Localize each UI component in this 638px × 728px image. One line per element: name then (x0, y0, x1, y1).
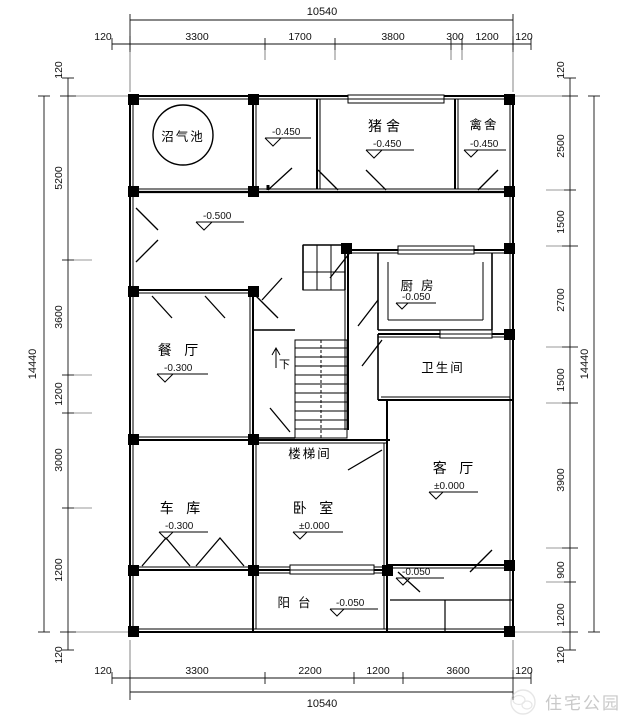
room-label-balcony: 阳 台 (278, 595, 313, 610)
dim-left-0: 120 (53, 61, 65, 79)
elev-marker-living (428, 491, 478, 500)
dim-bottom-3: 1200 (366, 665, 390, 677)
elev-label-living: ±0.000 (434, 481, 465, 492)
dimension-right (513, 77, 600, 651)
room-label-biogas: 沼气池 (161, 129, 205, 144)
dim-right-6: 900 (555, 561, 567, 579)
elev-marker-bedroom (292, 531, 343, 540)
dim-top-6: 120 (515, 31, 533, 43)
dim-bottom-1: 3300 (185, 665, 209, 677)
elev-label-terrace: -0.050 (402, 567, 431, 578)
dim-bottom-2: 2200 (298, 665, 322, 677)
doors (135, 167, 499, 593)
dim-right-8: 120 (555, 646, 567, 664)
dim-right-overall: 14440 (579, 349, 591, 380)
windows (289, 94, 493, 575)
dim-top-0: 120 (94, 31, 112, 43)
dim-right-5: 3900 (555, 468, 567, 492)
elev-label-store: -0.450 (272, 127, 301, 138)
dim-top-3: 3800 (381, 31, 405, 43)
dim-top-2: 1700 (288, 31, 312, 43)
biogas-tank (152, 104, 214, 166)
elev-marker-courtyard (195, 221, 244, 231)
dim-right-1: 2500 (555, 134, 567, 158)
dim-right-7: 1200 (555, 603, 567, 627)
dim-left-6: 120 (53, 646, 65, 664)
room-label-kitchen: 厨 房 (401, 278, 436, 293)
room-label-stairwell: 楼梯间 (288, 446, 332, 461)
elev-label-courtyard: -0.500 (203, 211, 232, 222)
elev-label-dining: -0.300 (164, 363, 193, 374)
watermark-logo-icon (510, 689, 536, 715)
dim-top-overall: 10540 (307, 6, 338, 18)
watermark-text: 住宅公园 (545, 694, 621, 714)
room-label-pigsty: 猪舍 (368, 119, 404, 135)
dim-top-4: 300 (446, 31, 464, 43)
dim-right-0: 120 (555, 61, 567, 79)
room-label-bedroom: 卧 室 (293, 500, 337, 517)
dim-left-2: 3600 (53, 305, 65, 329)
dimension-bottom (111, 640, 532, 700)
stair-direction-label: 下 (279, 358, 290, 371)
elev-label-bedroom: ±0.000 (299, 521, 330, 532)
elev-label-pigsty: -0.450 (373, 139, 402, 150)
elev-marker-kitchen (395, 302, 436, 310)
elev-label-balcony: -0.050 (336, 598, 365, 609)
room-label-living: 客 厅 (433, 460, 477, 477)
elev-marker-poultry (463, 149, 506, 158)
dim-left-3: 1200 (53, 382, 65, 406)
dim-bottom-overall: 10540 (307, 698, 338, 710)
elev-marker-garage (158, 531, 208, 540)
elev-marker-pigsty (365, 149, 414, 159)
dim-top-5: 1200 (475, 31, 499, 43)
dimension-top (111, 14, 532, 92)
dim-left-4: 3000 (53, 448, 65, 472)
elev-marker-terrace (395, 577, 444, 586)
dim-left-overall: 14440 (27, 349, 39, 380)
dim-right-4: 1500 (555, 368, 567, 392)
room-label-dining: 餐 厅 (158, 343, 202, 359)
elev-label-garage: -0.300 (165, 521, 194, 532)
dim-left-5: 1200 (53, 558, 65, 582)
dim-left-1: 5200 (53, 166, 65, 190)
staircase (253, 244, 348, 439)
structural-columns (128, 94, 515, 637)
elev-marker-balcony (329, 608, 378, 617)
dim-bottom-5: 120 (515, 665, 533, 677)
elev-marker-dining (156, 373, 208, 383)
dim-top-1: 3300 (185, 31, 209, 43)
elev-label-kitchen: -0.050 (402, 292, 431, 303)
dim-right-3: 2700 (555, 288, 567, 312)
room-label-garage: 车 库 (160, 500, 204, 517)
elev-marker-store (264, 137, 311, 147)
room-label-bathroom: 卫生间 (421, 360, 465, 375)
dim-right-2: 1500 (555, 210, 567, 234)
room-label-poultry: 禽舍 (469, 117, 498, 132)
dim-bottom-4: 3600 (446, 665, 470, 677)
dimension-left (38, 77, 130, 651)
dim-bottom-0: 120 (94, 665, 112, 677)
elev-label-poultry: -0.450 (470, 139, 499, 150)
